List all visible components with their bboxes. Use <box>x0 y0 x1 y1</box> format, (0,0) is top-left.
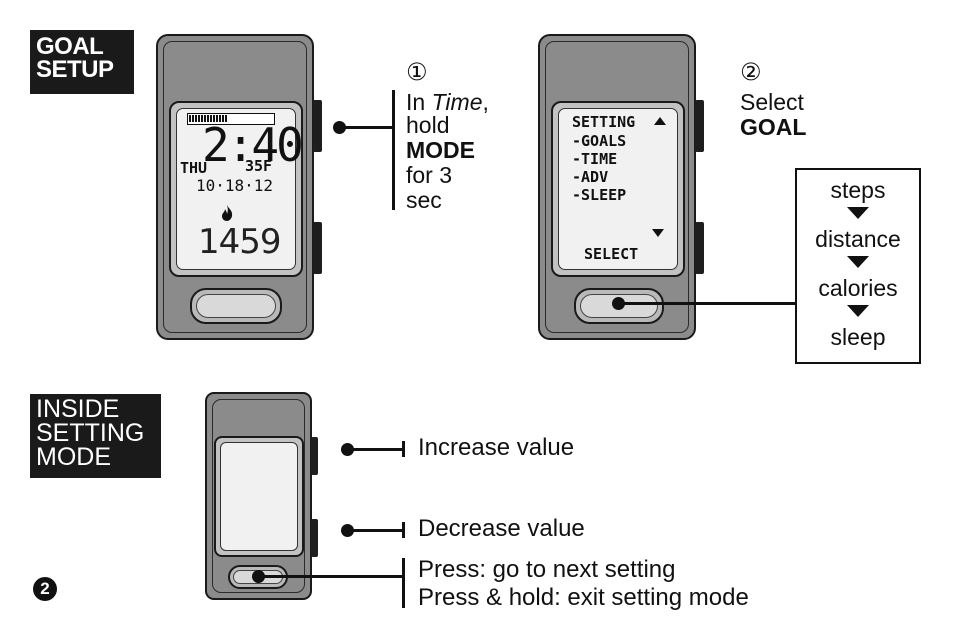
goal-option-sleep: sleep <box>830 324 886 350</box>
page-number-badge: 2 <box>33 577 57 601</box>
step1-text-line4: for 3 <box>406 162 453 188</box>
step1-leader-line <box>338 126 394 129</box>
device3-lower-side-button <box>311 519 318 557</box>
step1-text-line1: In Time, <box>406 89 489 115</box>
exit-setting-label: Press & hold: exit setting mode <box>418 584 749 611</box>
step2-marker: ② <box>740 58 762 86</box>
device2-lcd <box>558 108 678 270</box>
step1-text-line5: sec <box>406 187 442 213</box>
goal-option-distance: distance <box>815 226 901 252</box>
device3-upper-side-button <box>311 437 318 475</box>
down-arrow-icon <box>847 256 869 268</box>
step2-text-line2: GOAL <box>740 114 807 140</box>
step2-leader-line <box>618 302 796 305</box>
increase-value-label: Increase value <box>418 434 575 461</box>
scroll-up-arrow-icon <box>654 117 666 125</box>
device1-mode-button <box>190 288 282 324</box>
step1-text-line2: hold <box>406 112 450 138</box>
device1-temperature: 35F <box>245 157 273 175</box>
device2-menu-item-setting: SETTING <box>572 113 636 131</box>
increase-leader-line <box>346 448 404 451</box>
device2-select-button <box>574 288 664 324</box>
step1-marker: ① <box>406 58 428 86</box>
device2-menu-item-adv: -ADV <box>572 168 609 186</box>
goal-setup-heading: GOAL SETUP <box>30 30 134 94</box>
increase-leader-tick <box>402 441 405 457</box>
device2-select-label: SELECT <box>584 245 639 263</box>
step1-text-line3: MODE <box>406 137 475 163</box>
goal-option-calories: calories <box>818 275 898 301</box>
device2-menu-item-time: -TIME <box>572 150 618 168</box>
scroll-down-arrow-icon <box>652 229 664 237</box>
device1-upper-side-button <box>313 100 322 152</box>
step2-text-line1: Select <box>740 89 804 115</box>
device1-day: THU <box>180 159 208 177</box>
goal-options-box: steps distance calories sleep <box>795 168 921 364</box>
flame-icon <box>220 205 234 221</box>
device1-date: 10·18·12 <box>196 176 274 195</box>
device1-calories-readout: 1459 <box>198 222 282 262</box>
inside-setting-mode-heading: INSIDE SETTING MODE <box>30 394 161 478</box>
step1-bracket <box>392 90 395 210</box>
next-setting-label: Press: go to next setting <box>418 556 676 583</box>
device2-upper-side-button <box>695 100 704 152</box>
down-arrow-icon <box>847 207 869 219</box>
down-arrow-icon <box>847 305 869 317</box>
main-button-leader-line <box>258 575 404 578</box>
device2-lower-side-button <box>695 222 704 274</box>
decrease-leader-line <box>346 529 404 532</box>
device2-menu-item-goals: -GOALS <box>572 132 627 150</box>
decrease-leader-tick <box>402 522 405 538</box>
device1-lower-side-button <box>313 222 322 274</box>
device2-menu-item-sleep: -SLEEP <box>572 186 627 204</box>
goal-option-steps: steps <box>830 177 886 203</box>
main-button-bracket <box>402 558 405 608</box>
device1-time-readout: 2:40 <box>202 118 304 172</box>
device1-lcd <box>176 108 296 270</box>
device1-progress-bar <box>187 113 275 125</box>
decrease-value-label: Decrease value <box>418 515 585 542</box>
device3-lcd <box>220 442 298 551</box>
